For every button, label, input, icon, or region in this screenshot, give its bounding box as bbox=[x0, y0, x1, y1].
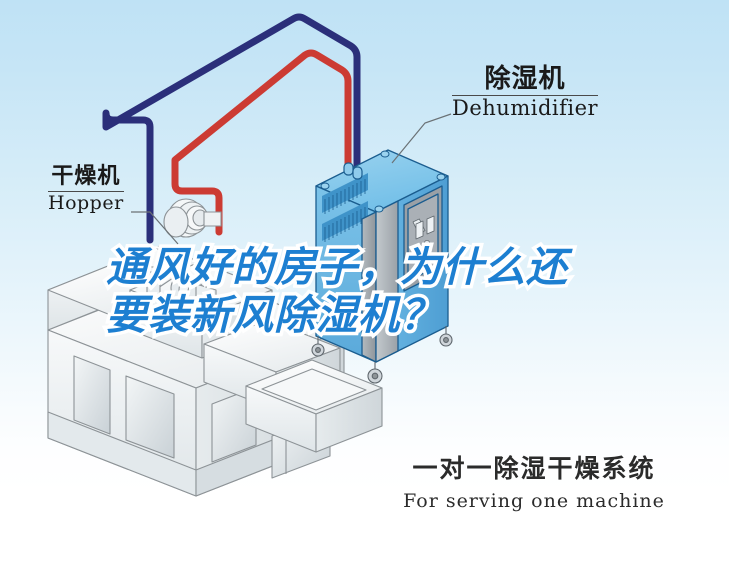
hopper-label-en: Hopper bbox=[48, 192, 124, 214]
top-fasteners bbox=[320, 150, 446, 213]
dehumidifier-label: 除湿机 Dehumidifier bbox=[452, 64, 599, 120]
pipe-ports bbox=[343, 162, 363, 180]
dehumidifier-label-cn: 除湿机 bbox=[484, 64, 566, 94]
return-air-pipe-path bbox=[102, 13, 361, 244]
label-underline bbox=[452, 95, 599, 96]
system-caption-en: For serving one machine bbox=[403, 489, 665, 512]
center-panel bbox=[361, 211, 377, 363]
blower-housing bbox=[163, 198, 222, 238]
dehumidifier-unit bbox=[311, 149, 453, 384]
label-underline bbox=[48, 191, 124, 192]
hopper-unit bbox=[130, 248, 177, 315]
dehumidifier-label-en: Dehumidifier bbox=[452, 96, 599, 120]
piping-group bbox=[102, 13, 361, 244]
supply-air-pipe-path bbox=[171, 49, 352, 236]
dehumidifier-leader-line bbox=[391, 113, 452, 164]
system-caption: 一对一除湿干燥系统 For serving one machine bbox=[384, 455, 684, 512]
leader-lines bbox=[131, 113, 452, 245]
hopper-label-cn: 干燥机 bbox=[51, 164, 121, 189]
hopper-leader-line bbox=[131, 211, 179, 245]
hopper-label: 干燥机 Hopper bbox=[48, 166, 124, 213]
casters bbox=[311, 326, 453, 384]
system-caption-cn: 一对一除湿干燥系统 bbox=[412, 454, 656, 483]
